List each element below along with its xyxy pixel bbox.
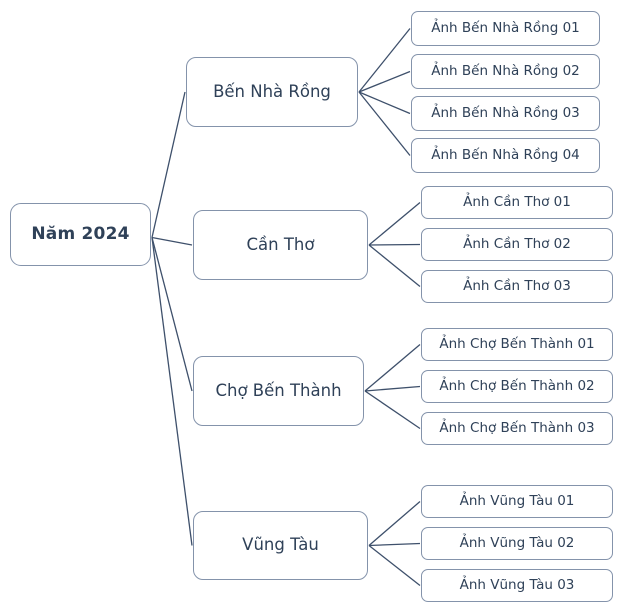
branch-node-cho-ben-thanh-label: Chợ Bến Thành <box>215 380 342 400</box>
leaf-node-anh-vung-tau-01[interactable]: Ảnh Vũng Tàu 01 <box>421 485 613 518</box>
leaf-node-anh-can-tho-01-label: Ảnh Cần Thơ 01 <box>463 193 571 210</box>
leaf-node-anh-vung-tau-03-label: Ảnh Vũng Tàu 03 <box>459 576 575 593</box>
edge-can-tho-to-anh-can-tho-03 <box>368 244 421 288</box>
leaf-node-anh-ben-nha-rong-04[interactable]: Ảnh Bến Nhà Rồng 04 <box>411 138 600 173</box>
edge-root-to-cho-ben-thanh <box>151 237 193 392</box>
leaf-node-anh-ben-nha-rong-02[interactable]: Ảnh Bến Nhà Rồng 02 <box>411 54 600 89</box>
branch-node-can-tho[interactable]: Cần Thơ <box>193 210 368 280</box>
leaf-node-anh-cho-ben-thanh-02[interactable]: Ảnh Chợ Bến Thành 02 <box>421 370 613 403</box>
edge-vung-tau-to-anh-vung-tau-02 <box>368 542 421 547</box>
edge-can-tho-to-anh-can-tho-02 <box>368 243 421 246</box>
leaf-node-anh-vung-tau-03[interactable]: Ảnh Vũng Tàu 03 <box>421 569 613 602</box>
leaf-node-anh-can-tho-03-label: Ảnh Cần Thơ 03 <box>463 277 571 294</box>
edge-cho-ben-thanh-to-anh-cho-ben-thanh-02 <box>364 385 421 392</box>
leaf-node-anh-cho-ben-thanh-01[interactable]: Ảnh Chợ Bến Thành 01 <box>421 328 613 361</box>
leaf-node-anh-ben-nha-rong-04-label: Ảnh Bến Nhà Rồng 04 <box>431 146 580 163</box>
leaf-node-anh-ben-nha-rong-02-label: Ảnh Bến Nhà Rồng 02 <box>431 62 580 79</box>
leaf-node-anh-ben-nha-rong-01-label: Ảnh Bến Nhà Rồng 01 <box>431 19 580 36</box>
leaf-node-anh-cho-ben-thanh-03[interactable]: Ảnh Chợ Bến Thành 03 <box>421 412 613 445</box>
edge-cho-ben-thanh-to-anh-cho-ben-thanh-01 <box>364 344 421 392</box>
branch-node-vung-tau[interactable]: Vũng Tàu <box>193 511 368 580</box>
branch-node-ben-nha-rong-label: Bến Nhà Rồng <box>213 81 331 101</box>
root-node[interactable]: Năm 2024 <box>10 203 151 266</box>
leaf-node-anh-can-tho-02[interactable]: Ảnh Cần Thơ 02 <box>421 228 613 261</box>
edge-cho-ben-thanh-to-anh-cho-ben-thanh-03 <box>364 390 421 430</box>
edge-root-to-ben-nha-rong <box>151 91 186 238</box>
edge-vung-tau-to-anh-vung-tau-03 <box>368 544 421 587</box>
edge-root-to-can-tho <box>151 236 193 246</box>
leaf-node-anh-vung-tau-02[interactable]: Ảnh Vũng Tàu 02 <box>421 527 613 560</box>
edge-ben-nha-rong-to-anh-ben-nha-rong-01 <box>358 28 411 93</box>
leaf-node-anh-vung-tau-02-label: Ảnh Vũng Tàu 02 <box>459 534 575 551</box>
root-node-label: Năm 2024 <box>31 223 130 244</box>
leaf-node-anh-cho-ben-thanh-01-label: Ảnh Chợ Bến Thành 01 <box>439 335 595 352</box>
edge-vung-tau-to-anh-vung-tau-01 <box>368 501 421 546</box>
leaf-node-anh-cho-ben-thanh-02-label: Ảnh Chợ Bến Thành 02 <box>439 377 595 394</box>
edge-ben-nha-rong-to-anh-ben-nha-rong-02 <box>358 70 411 93</box>
branch-node-can-tho-label: Cần Thơ <box>246 234 315 254</box>
branch-node-cho-ben-thanh[interactable]: Chợ Bến Thành <box>193 356 364 426</box>
branch-node-ben-nha-rong[interactable]: Bến Nhà Rồng <box>186 57 358 127</box>
edge-ben-nha-rong-to-anh-ben-nha-rong-04 <box>358 91 411 156</box>
leaf-node-anh-vung-tau-01-label: Ảnh Vũng Tàu 01 <box>459 492 575 509</box>
branch-node-vung-tau-label: Vũng Tàu <box>242 535 319 555</box>
leaf-node-anh-can-tho-01[interactable]: Ảnh Cần Thơ 01 <box>421 186 613 219</box>
leaf-node-anh-cho-ben-thanh-03-label: Ảnh Chợ Bến Thành 03 <box>439 419 595 436</box>
leaf-node-anh-can-tho-03[interactable]: Ảnh Cần Thơ 03 <box>421 270 613 303</box>
leaf-node-anh-ben-nha-rong-03[interactable]: Ảnh Bến Nhà Rồng 03 <box>411 96 600 131</box>
edge-can-tho-to-anh-can-tho-01 <box>368 202 421 246</box>
leaf-node-anh-can-tho-02-label: Ảnh Cần Thơ 02 <box>463 235 571 252</box>
edge-root-to-vung-tau <box>151 237 193 546</box>
leaf-node-anh-ben-nha-rong-01[interactable]: Ảnh Bến Nhà Rồng 01 <box>411 11 600 46</box>
leaf-node-anh-ben-nha-rong-03-label: Ảnh Bến Nhà Rồng 03 <box>431 104 580 121</box>
edge-ben-nha-rong-to-anh-ben-nha-rong-03 <box>358 91 411 115</box>
